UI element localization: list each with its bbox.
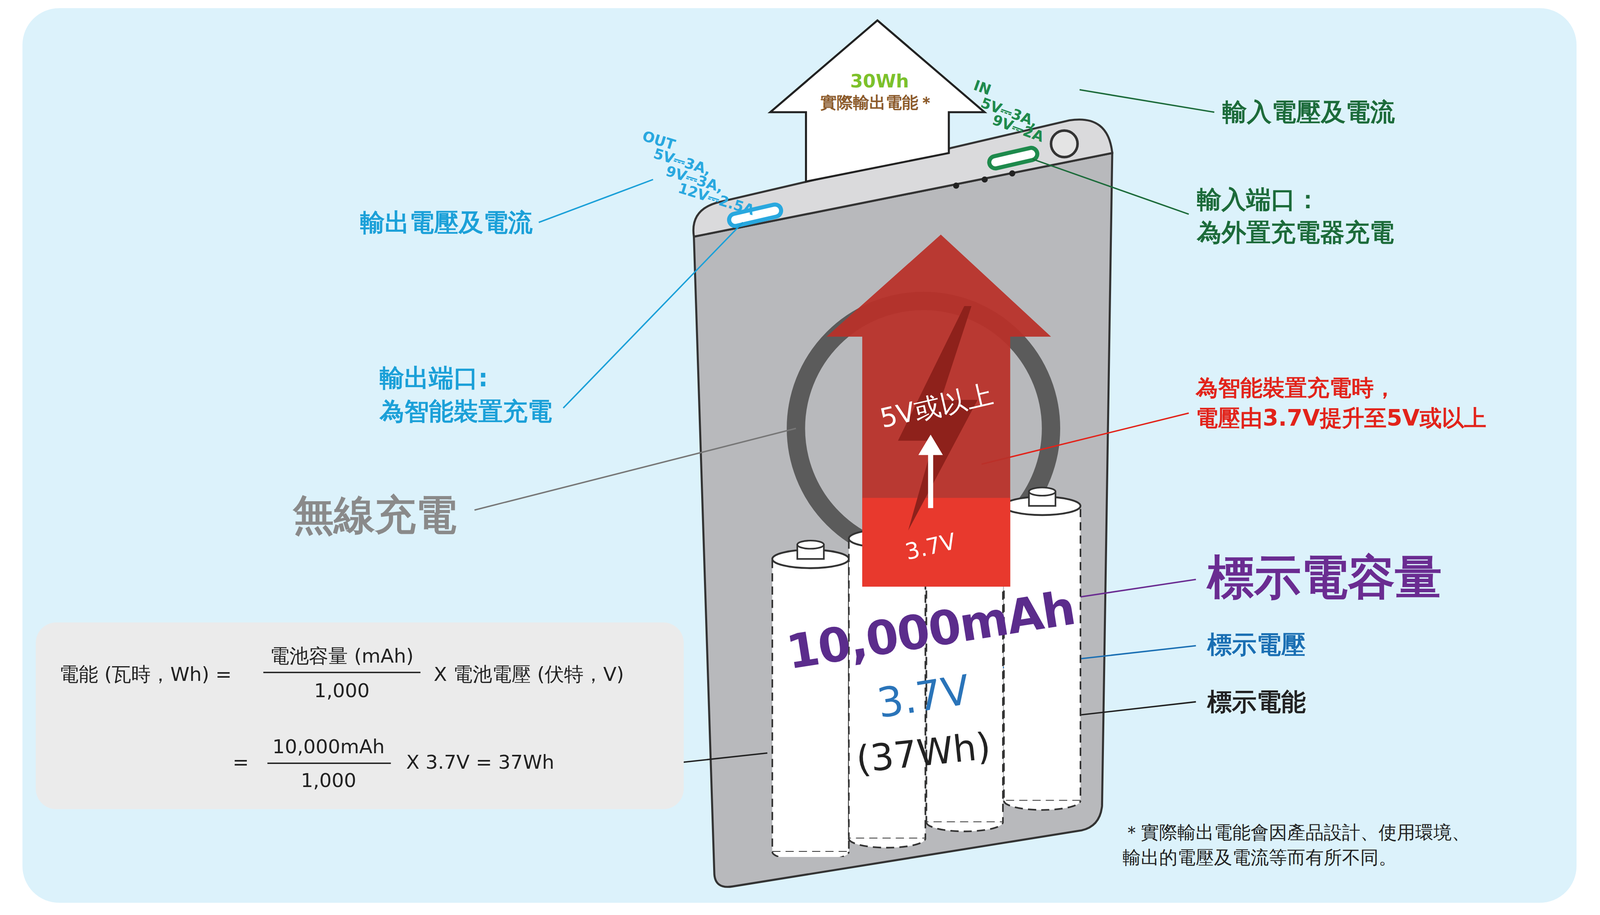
shape-part: [849, 529, 926, 548]
leader-line: [1032, 159, 1189, 215]
connector: [683, 752, 768, 763]
shape-part: [918, 434, 943, 456]
input-port: [988, 146, 1039, 170]
node-text: X 電池電壓 (伏特，V): [433, 663, 625, 686]
callout-label: 標示電壓: [1207, 630, 1306, 660]
device-front: [694, 153, 1113, 887]
connector-line: [683, 752, 768, 763]
shape-part: [849, 838, 926, 848]
callout-label: 標示電容量: [1207, 550, 1442, 605]
background-panel: [22, 8, 1577, 904]
shape-part: [874, 524, 901, 539]
shape-part: [1004, 800, 1081, 811]
leader-line: [474, 428, 797, 511]
node-text: 30Wh: [850, 71, 910, 93]
node-text: 實際輸出電能＊: [820, 93, 935, 113]
node-text: =: [232, 750, 249, 774]
formula-panel: 電能 (瓦時，Wh) = 電池容量 (mAh) 1,000 X 電池電壓 (伏特，V)…: [35, 622, 684, 810]
node-text: 1,000: [300, 769, 357, 792]
shape-part: [862, 498, 1011, 587]
led-dot: [1009, 170, 1016, 177]
boost-arrow: 5V或以上3.7V: [822, 230, 1056, 590]
power-button: [1051, 130, 1078, 158]
node-text: 電池容量 (mAh): [269, 645, 414, 668]
shape-part: [926, 822, 1004, 832]
output-arrow: 30Wh實際輸出電能＊: [767, 16, 988, 186]
led-dot: [953, 182, 960, 189]
shape-part: [926, 513, 1004, 532]
shape-part: [951, 508, 979, 523]
node-text: 電能 (瓦時，Wh) =: [59, 663, 232, 686]
shape-part: [772, 851, 850, 858]
shape-part: [263, 671, 421, 674]
callout-label: 標示電能: [1207, 688, 1306, 717]
leader-line: [981, 413, 1189, 464]
shape-part: [951, 504, 979, 513]
callout-label: 無線充電: [292, 491, 457, 539]
callout-label: 為智能裝置充電時， 電壓由3.7V提升至5V或以上: [1195, 372, 1574, 434]
node-text: X 3.7V = 37Wh: [406, 750, 555, 774]
leader-line: [538, 179, 654, 223]
power-bank: [693, 119, 1113, 888]
leader-line: [563, 222, 743, 408]
leader-line: [1079, 89, 1215, 113]
shape-part: [797, 540, 825, 549]
footnote: ＊實際輸出電能會因產品設計、使用環境、 輸出的電壓及電流等而有所不同。: [1122, 820, 1541, 870]
shape-part: [1004, 506, 1081, 801]
shape-part: [35, 622, 684, 810]
node-text: 10,000mAh: [272, 735, 385, 759]
node-text: 1,000: [314, 679, 370, 703]
shape-part: [267, 762, 392, 765]
shape-part: [770, 20, 985, 182]
shape-part: [772, 559, 850, 853]
shape-part: [1029, 487, 1056, 497]
callout-label: 輸入端口： 為外置充電器充電: [1196, 183, 1442, 250]
callout-label: 輸入電壓及電流: [1222, 98, 1395, 127]
callout-label: 輸出電壓及電流: [360, 208, 533, 237]
led-dot: [981, 176, 988, 183]
leader-line: [1061, 579, 1197, 600]
shape-part: [928, 451, 934, 509]
callout-label: 輸出端口: 為智能裝置充電: [379, 361, 625, 428]
shape-part: [874, 520, 901, 529]
